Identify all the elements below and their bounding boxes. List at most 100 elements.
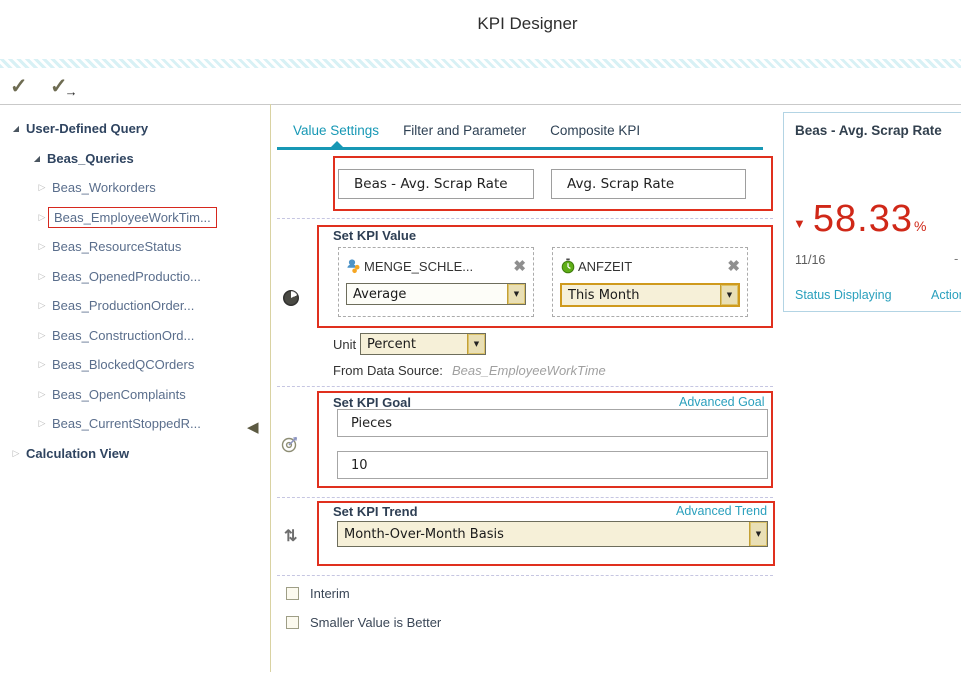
tree-item[interactable]: ▷ Beas_OpenComplaints (0, 380, 262, 410)
interim-checkbox-row[interactable]: Interim (286, 586, 350, 601)
query-tree: ◢User-Defined Query◢Beas_Queries▷Beas_Wo… (0, 114, 262, 468)
tab-composite-kpi[interactable]: Composite KPI (550, 123, 641, 138)
tree-item-label: Beas_EmployeeWorkTim... (48, 206, 217, 228)
trend-basis-value: Month-Over-Month Basis (344, 526, 504, 542)
expand-node-icon[interactable]: ▷ (38, 388, 46, 399)
smaller-value-checkbox[interactable] (286, 616, 299, 629)
expand-node-icon[interactable]: ▷ (12, 447, 20, 458)
tree-item[interactable]: ▷Beas_EmployeeWorkTim... (0, 203, 262, 233)
datasource-value: Beas_EmployeeWorkTime (452, 363, 606, 378)
kpi-name-input[interactable]: Beas - Avg. Scrap Rate (338, 169, 534, 199)
tree-item[interactable]: ▷ Beas_Workorders (0, 173, 262, 203)
unit-label: Unit (333, 337, 357, 352)
tree-item-label: Beas_BlockedQCOrders (52, 357, 195, 373)
unit-value: Percent (367, 336, 416, 352)
kpi-preview-card: Beas - Avg. Scrap Rate ▼ 58.33 % 11/16 -… (783, 112, 961, 312)
tab-bar: Value Settings Filter and Parameter Compos… (293, 123, 640, 148)
expand-node-icon[interactable]: ▷ (38, 329, 46, 340)
preview-value: 58.33 (812, 198, 913, 240)
tree-item[interactable]: ▷Beas_ProductionOrder... (0, 291, 262, 321)
aggregation-value: Average (353, 286, 407, 302)
measure-card[interactable]: MENGE_SCHLE... ✖ Average ▼ (338, 247, 534, 317)
status-displaying-link[interactable]: Status Displaying (795, 288, 892, 302)
check-glyph: ✓ (50, 75, 68, 98)
preview-goal-placeholder: - (954, 251, 959, 266)
collapse-panel-icon[interactable]: ◀ (247, 419, 259, 436)
expand-node-icon[interactable]: ▷ (38, 359, 46, 370)
section-separator (277, 386, 773, 387)
measure-field-label: MENGE_SCHLE... (364, 258, 474, 274)
kpi-trend-arrows-icon: ⇅ (284, 528, 298, 545)
tree-item-label: Beas_Queries (47, 150, 134, 166)
tree-item[interactable]: ◢ Beas_Queries (0, 144, 262, 174)
tree-item[interactable]: ▷ Beas_BlockedQCOrders (0, 350, 262, 380)
tree-item-label: Beas_OpenComplaints (52, 386, 186, 402)
period-select[interactable]: This Month ▼ (560, 283, 740, 307)
expand-node-icon[interactable]: ▷ (38, 241, 46, 252)
expand-node-icon[interactable]: ▷ (38, 300, 46, 311)
dropdown-arrow-icon[interactable]: ▼ (467, 334, 485, 354)
tree-item[interactable]: ▷ Beas_CurrentStoppedR... (0, 409, 262, 439)
preview-unit: % (913, 218, 927, 234)
trend-basis-select[interactable]: Month-Over-Month Basis ▼ (337, 521, 768, 547)
tree-item[interactable]: ▷ Beas_OpenedProductio... (0, 262, 262, 292)
page-title: KPI Designer (477, 14, 578, 33)
tree-item-label: Beas_Workorders (52, 180, 156, 196)
expand-node-icon[interactable]: ▷ (38, 182, 46, 193)
confirm-check-icon[interactable]: ✓ (10, 75, 28, 98)
tree-item-label: Beas_OpenedProductio... (52, 268, 201, 284)
trend-down-icon: ▼ (793, 216, 806, 231)
expand-node-icon[interactable]: ▷ (38, 211, 46, 222)
datasource-label: From Data Source: (333, 363, 443, 378)
collapse-node-icon[interactable]: ◢ (12, 124, 20, 134)
confirm-and-next-icon[interactable]: ✓→ (50, 74, 81, 99)
tree-item[interactable]: ▷ Beas_ConstructionOrd... (0, 321, 262, 351)
collapse-node-icon[interactable]: ◢ (33, 153, 41, 163)
interim-checkbox[interactable] (286, 587, 299, 600)
goal-unit-input[interactable]: Pieces (337, 409, 768, 437)
dimension-card[interactable]: ANFZEIT ✖ This Month ▼ (552, 247, 748, 317)
time-dimension-icon (560, 258, 578, 274)
goal-section-heading: Set KPI Goal (333, 395, 412, 410)
smaller-value-label: Smaller Value is Better (310, 615, 442, 630)
header-stripe-divider (0, 59, 961, 68)
tree-item-label: Beas_CurrentStoppedR... (52, 416, 201, 432)
dropdown-arrow-icon[interactable]: ▼ (749, 522, 767, 546)
dimension-field-label: ANFZEIT (578, 258, 633, 274)
preview-date: 11/16 (795, 253, 826, 267)
remove-measure-icon[interactable]: ✖ (513, 258, 526, 275)
kpi-short-name-input[interactable]: Avg. Scrap Rate (551, 169, 746, 199)
dropdown-arrow-icon[interactable]: ▼ (720, 285, 738, 305)
preview-title: Beas - Avg. Scrap Rate (795, 123, 942, 138)
tree-item[interactable]: ▷Calculation View (0, 439, 262, 469)
tree-item-label: Beas_ResourceStatus (52, 239, 182, 255)
kpi-value-clock-icon (283, 290, 299, 306)
period-value: This Month (568, 287, 640, 303)
tab-filter-and-parameter[interactable]: Filter and Parameter (403, 123, 527, 138)
active-tab-pointer (331, 141, 343, 147)
value-section-heading: Set KPI Value (333, 228, 417, 243)
tree-item[interactable]: ◢User-Defined Query (0, 114, 262, 144)
advanced-goal-link[interactable]: Advanced Goal (679, 395, 765, 409)
tab-value-settings[interactable]: Value Settings (293, 123, 380, 138)
trend-section-heading: Set KPI Trend (333, 504, 418, 519)
interim-label: Interim (310, 586, 350, 601)
tree-item[interactable]: ▷ Beas_ResourceStatus (0, 232, 262, 262)
aggregation-select[interactable]: Average ▼ (346, 283, 526, 305)
toolbar: ✓ ✓→ (0, 72, 961, 104)
expand-node-icon[interactable]: ▷ (38, 418, 46, 429)
action-link[interactable]: Action (931, 288, 961, 302)
tree-item-label: Beas_ConstructionOrd... (52, 327, 195, 343)
unit-select[interactable]: Percent ▼ (360, 333, 486, 355)
measure-icon (346, 258, 364, 274)
goal-value-input[interactable]: 10 (337, 451, 768, 479)
arrow-glyph: → (64, 84, 78, 99)
advanced-trend-link[interactable]: Advanced Trend (676, 504, 768, 518)
section-separator (277, 575, 773, 576)
dropdown-arrow-icon[interactable]: ▼ (507, 284, 525, 304)
remove-dimension-icon[interactable]: ✖ (727, 258, 740, 275)
kpi-goal-target-icon (280, 434, 300, 459)
smaller-value-checkbox-row[interactable]: Smaller Value is Better (286, 615, 441, 630)
expand-node-icon[interactable]: ▷ (38, 270, 46, 281)
